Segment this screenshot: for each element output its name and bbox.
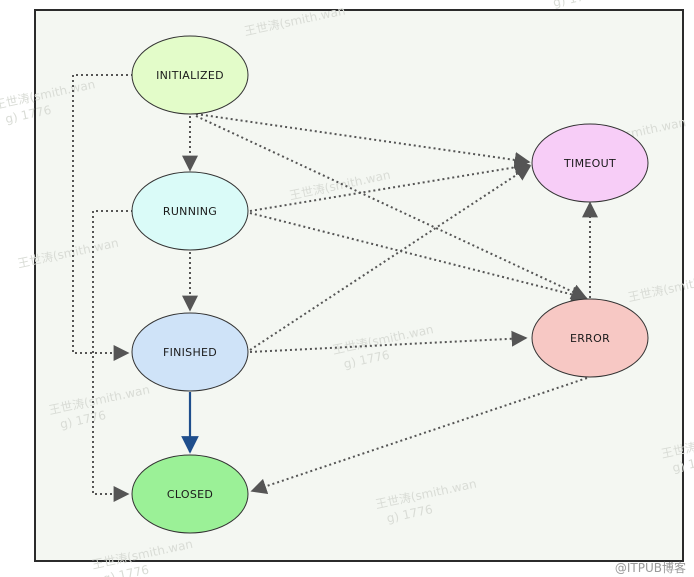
watermark-text: g) 1776	[552, 0, 601, 10]
node-closed: CLOSED	[131, 454, 249, 534]
node-initialized-label: INITIALIZED	[156, 69, 224, 82]
node-running-label: RUNNING	[163, 205, 217, 218]
node-timeout: TIMEOUT	[531, 123, 649, 203]
node-running-shape	[131, 171, 249, 251]
node-finished-label: FINISHED	[163, 346, 217, 359]
edge-finished-timeout	[249, 165, 532, 351]
node-timeout-shape	[531, 123, 649, 203]
node-timeout-label: TIMEOUT	[563, 157, 616, 170]
node-error-shape	[531, 298, 649, 378]
edge-finished-error	[249, 330, 528, 353]
node-initialized: INITIALIZED	[131, 35, 249, 115]
node-closed-label: CLOSED	[167, 488, 213, 501]
watermark-text: 王世涛(smith.wan	[243, 3, 347, 39]
watermark-text: 王世涛(smith.wan	[16, 235, 120, 271]
edge-error-closed	[250, 377, 588, 494]
node-initialized-shape	[131, 35, 249, 115]
node-error-label: ERROR	[570, 332, 610, 345]
node-closed-shape	[131, 454, 249, 534]
edge-running-timeout	[249, 159, 531, 212]
edges	[72, 74, 598, 502]
node-error: ERROR	[531, 298, 649, 378]
node-running: RUNNING	[131, 171, 249, 251]
edge-running-closed	[92, 210, 133, 502]
edge-initialized-error	[195, 115, 588, 300]
edge-running-error	[249, 212, 588, 303]
nodes: INITIALIZED RUNNING FINISHED CLOSED TIME…	[131, 35, 649, 534]
source-credit: @ITPUB博客	[614, 561, 686, 575]
edge-initialized-finished	[72, 74, 133, 361]
watermark-text: 王世涛(smith.wan	[288, 167, 392, 203]
edge-initialized-timeout	[195, 113, 531, 168]
node-finished: FINISHED	[131, 312, 249, 392]
watermark-text: 王世涛(smith.wan	[660, 425, 694, 461]
watermark-text: 王世涛(smith.wan	[627, 269, 694, 305]
node-finished-shape	[131, 312, 249, 392]
